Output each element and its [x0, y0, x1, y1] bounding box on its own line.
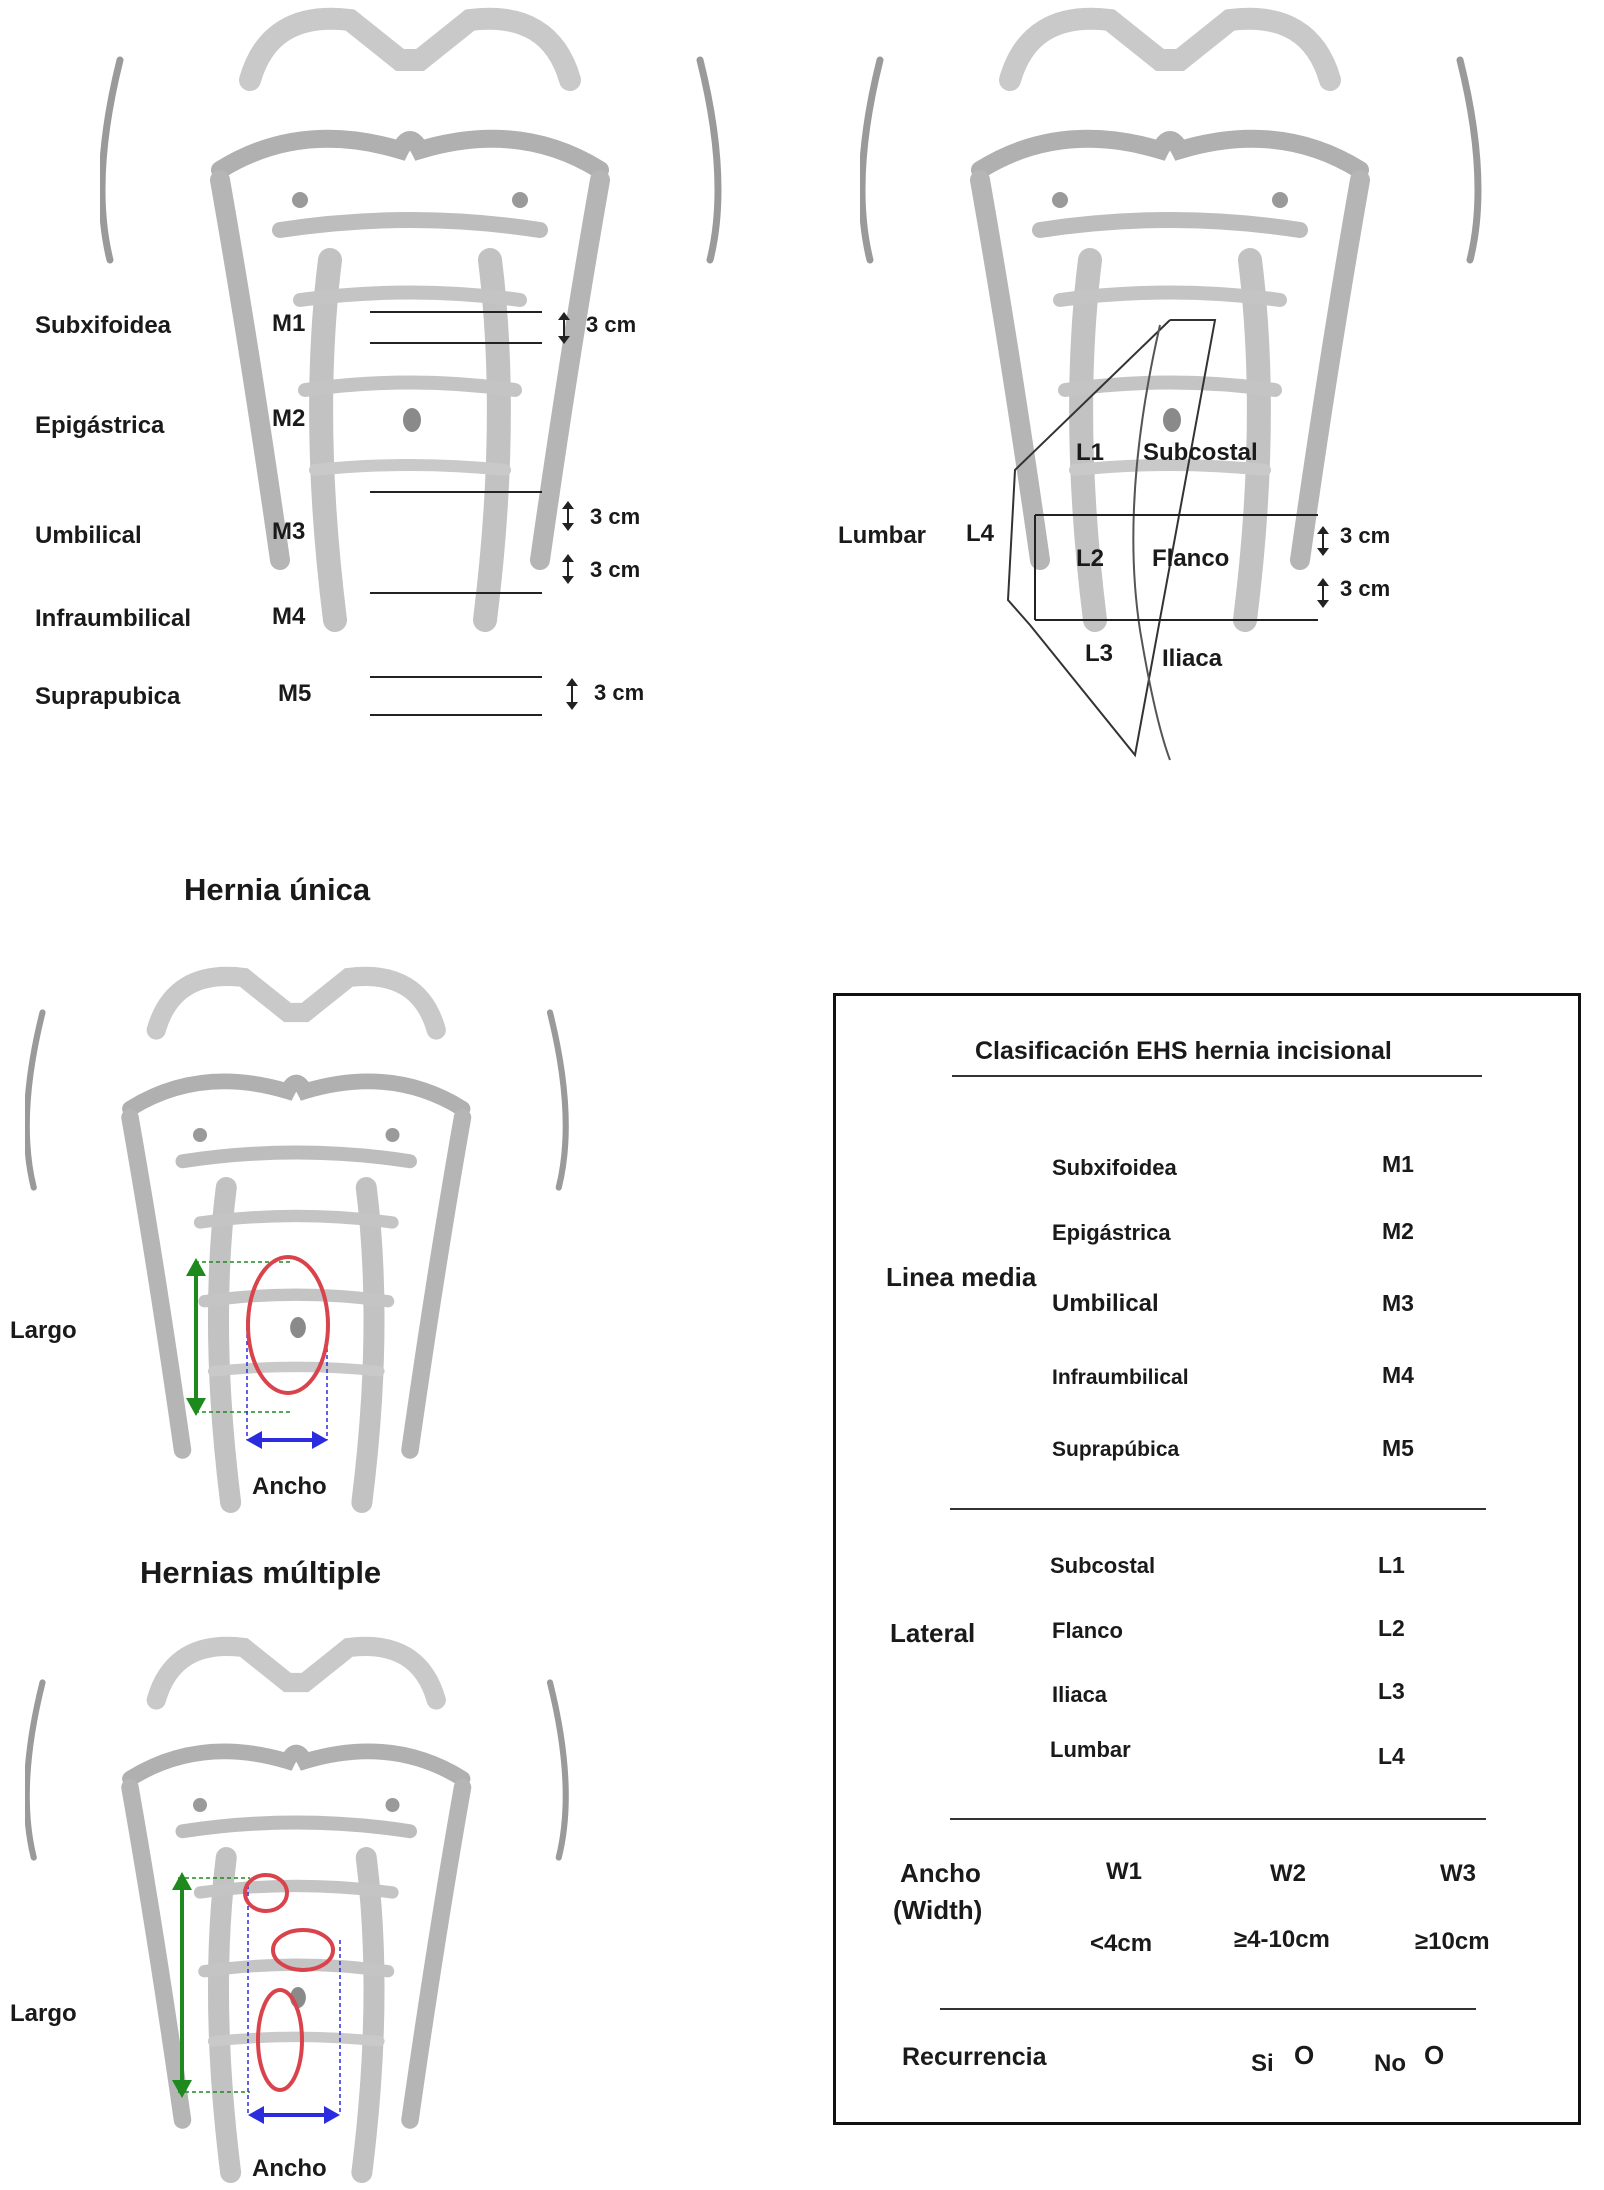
table-divider — [950, 1818, 1486, 1820]
table-row-name: Infraumbilical — [1052, 1366, 1189, 1389]
dimension-label: 3 cm — [1340, 523, 1391, 548]
dimension-label: 3 cm — [590, 557, 641, 582]
midline-region-code: M1 — [272, 310, 306, 337]
midline-region-label: Infraumbilical — [35, 605, 192, 632]
dimension-label: 3 cm — [586, 312, 637, 337]
width-class-range: ≥4-10cm — [1234, 1926, 1330, 1953]
table-row-code: L4 — [1378, 1743, 1405, 1769]
table-row-name: Subcostal — [1050, 1553, 1156, 1578]
single-hernia-measure-overlay — [186, 1255, 330, 1449]
table-row-name: Iliaca — [1052, 1682, 1108, 1707]
table-divider — [950, 1508, 1486, 1510]
midline-region-code: M5 — [278, 680, 312, 707]
length-label: Largo — [10, 1317, 77, 1344]
width-group-label: Ancho — [900, 1858, 981, 1888]
table-row-code: M3 — [1382, 1290, 1414, 1316]
table-row-code: L2 — [1378, 1615, 1405, 1641]
dimension-label: 3 cm — [594, 680, 645, 705]
lateral-region-label: Flanco — [1152, 545, 1230, 572]
multiple-hernia-measure-overlay — [172, 1872, 341, 2124]
midline-region-label: Epigástrica — [35, 412, 165, 439]
dimension-arrow-icon — [1317, 578, 1329, 608]
midline-region-code: M4 — [272, 603, 306, 630]
midline-region-label: Suprapubica — [35, 683, 181, 710]
table-row-name: Epigástrica — [1052, 1220, 1171, 1245]
dimension-arrow-icon — [1317, 526, 1329, 556]
recurrence-no-label: No — [1374, 2050, 1406, 2077]
table-row-code: M5 — [1382, 1435, 1414, 1461]
midline-region-label: Subxifoidea — [35, 312, 172, 339]
width-group-label-en: (Width) — [893, 1895, 983, 1925]
width-label: Ancho — [252, 1473, 327, 1500]
dimension-arrow-icon — [558, 312, 570, 344]
lateral-region-outline — [1006, 319, 1318, 761]
recurrence-yes-label: Si — [1251, 2050, 1274, 2077]
lateral-side-code: L4 — [966, 520, 995, 547]
midline-region-label: Umbilical — [35, 522, 142, 549]
lateral-region-code: L2 — [1076, 545, 1105, 572]
boundary-line — [370, 676, 542, 678]
dimension-arrow-icon — [566, 678, 578, 710]
boundary-line — [370, 311, 542, 313]
lateral-region-label: Iliaca — [1162, 645, 1223, 672]
recurrence-yes-option: O — [1294, 2040, 1315, 2070]
single-hernia-title: Hernia única — [184, 872, 371, 907]
table-row-name: Lumbar — [1050, 1737, 1131, 1762]
table-row-code: M4 — [1382, 1362, 1414, 1388]
table-row-code: M1 — [1382, 1151, 1414, 1177]
table-divider — [952, 1075, 1482, 1077]
boundary-line — [370, 491, 542, 493]
lateral-group-label: Lateral — [890, 1618, 976, 1648]
table-title: Clasificación EHS hernia incisional — [975, 1037, 1392, 1065]
table-row-name: Subxifoidea — [1052, 1155, 1177, 1180]
classification-table — [833, 993, 1581, 2125]
recurrence-no-option: O — [1424, 2040, 1445, 2070]
recurrence-label: Recurrencia — [902, 2043, 1047, 2071]
table-divider — [940, 2008, 1476, 2010]
dimension-label: 3 cm — [590, 504, 641, 529]
midline-region-code: M3 — [272, 518, 306, 545]
lateral-region-label: Subcostal — [1143, 439, 1258, 466]
width-class-range: <4cm — [1090, 1930, 1153, 1957]
midline-group-label: Linea media — [886, 1262, 1037, 1292]
width-class-code: W1 — [1106, 1858, 1142, 1885]
dimension-label: 3 cm — [1340, 576, 1391, 601]
multiple-hernia-title: Hernias múltiple — [140, 1555, 382, 1590]
boundary-line — [370, 342, 542, 344]
midline-region-code: M2 — [272, 405, 306, 432]
length-label: Largo — [10, 2000, 77, 2027]
width-class-range: ≥10cm — [1415, 1928, 1490, 1955]
boundary-line — [370, 592, 542, 594]
lateral-region-code: L1 — [1076, 439, 1105, 466]
boundary-line — [370, 714, 542, 716]
dimension-arrow-icon — [562, 501, 574, 531]
table-row-name: Umbilical — [1052, 1290, 1159, 1317]
table-row-code: L1 — [1378, 1552, 1405, 1578]
table-row-name: Suprapúbica — [1052, 1438, 1180, 1461]
table-row-code: M2 — [1382, 1218, 1414, 1244]
lateral-region-code: L3 — [1085, 640, 1114, 667]
table-row-code: L3 — [1378, 1678, 1405, 1704]
table-row-name: Flanco — [1052, 1618, 1123, 1643]
width-class-code: W2 — [1270, 1860, 1306, 1887]
width-label: Ancho — [252, 2155, 327, 2182]
dimension-arrow-icon — [562, 554, 574, 584]
lateral-side-label: Lumbar — [838, 522, 927, 549]
width-class-code: W3 — [1440, 1860, 1476, 1887]
